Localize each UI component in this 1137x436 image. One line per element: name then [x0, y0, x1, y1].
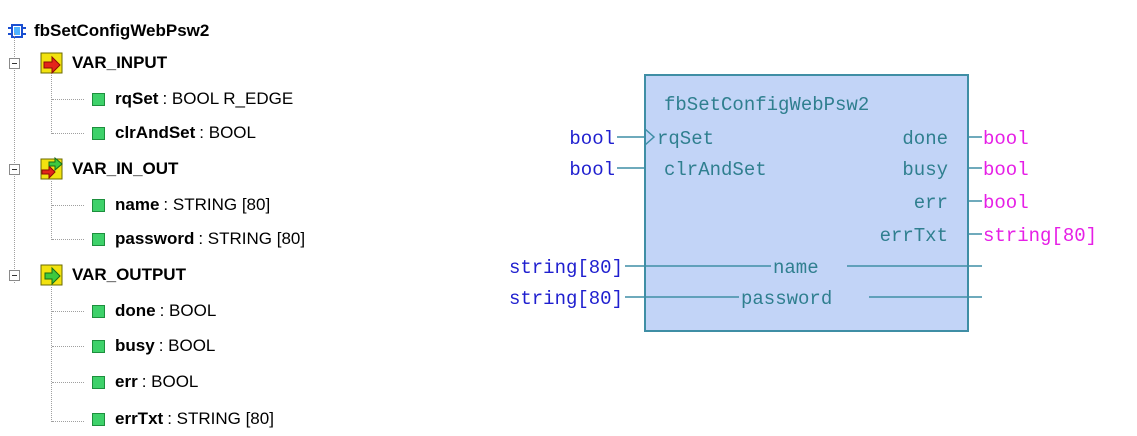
inout-type-name: string[80]	[509, 257, 623, 279]
tree-item-busy[interactable]: busy : BOOL	[92, 329, 215, 363]
input-pin-clrAndSet[interactable]: clrAndSet	[664, 159, 767, 181]
block-title: fbSetConfigWebPsw2	[664, 94, 869, 116]
variable-type: : STRING [80]	[198, 229, 306, 248]
variable-name: errTxt	[115, 409, 164, 428]
expander-var-in-out[interactable]	[9, 164, 20, 175]
tree-item-err[interactable]: err : BOOL	[92, 365, 198, 399]
tree-item-clrAndSet[interactable]: clrAndSet : BOOL	[92, 116, 256, 150]
output-pin-errTxt[interactable]: errTxt	[880, 225, 948, 247]
expander-var-output[interactable]	[9, 270, 20, 281]
output-type-done: bool	[983, 128, 1029, 150]
tree-group-var-in-out[interactable]: VAR_IN_OUT	[40, 152, 178, 186]
variable-type: : BOOL	[158, 336, 216, 355]
variable-name: name	[115, 195, 160, 214]
variable-type: : BOOL	[141, 372, 199, 391]
tree-root-label: fbSetConfigWebPsw2	[34, 21, 210, 40]
tree-item-name[interactable]: name : STRING [80]	[92, 188, 270, 222]
function-block-body[interactable]	[644, 74, 969, 332]
input-type-clrAndSet: bool	[569, 159, 615, 181]
function-block-icon	[8, 24, 26, 38]
var-in-out-icon	[40, 157, 63, 180]
inout-pin-password[interactable]: password	[741, 288, 832, 310]
variable-name: err	[115, 372, 138, 391]
variable-icon	[92, 304, 105, 318]
variable-type: : BOOL R_EDGE	[162, 89, 294, 108]
tree-group-var-output[interactable]: VAR_OUTPUT	[40, 258, 186, 292]
tree-item-rqSet[interactable]: rqSet : BOOL R_EDGE	[92, 82, 293, 116]
output-pin-err[interactable]: err	[914, 192, 948, 214]
rising-edge-marker	[644, 128, 656, 146]
output-pin-busy[interactable]: busy	[902, 159, 948, 181]
variable-tree: fbSetConfigWebPsw2 VAR_INPUT rqSet : BOO…	[0, 0, 430, 434]
variable-name: busy	[115, 336, 155, 355]
input-type-rqSet: bool	[569, 128, 615, 150]
output-type-busy: bool	[983, 159, 1029, 181]
variable-icon	[92, 232, 105, 246]
output-type-err: bool	[983, 192, 1029, 214]
var-input-icon	[40, 52, 63, 75]
tree-item-errTxt[interactable]: errTxt : STRING [80]	[92, 402, 274, 436]
variable-icon	[92, 92, 105, 106]
variable-name: clrAndSet	[115, 123, 196, 142]
output-pin-done[interactable]: done	[902, 128, 948, 150]
variable-icon	[92, 126, 105, 140]
output-type-errTxt: string[80]	[983, 225, 1097, 247]
group-label: VAR_OUTPUT	[72, 265, 186, 284]
variable-icon	[92, 198, 105, 212]
variable-name: password	[115, 229, 195, 248]
tree-root[interactable]: fbSetConfigWebPsw2	[8, 14, 209, 48]
tree-item-done[interactable]: done : BOOL	[92, 294, 216, 328]
tree-item-password[interactable]: password : STRING [80]	[92, 222, 305, 256]
variable-type: : STRING [80]	[167, 409, 274, 428]
inout-type-password: string[80]	[509, 288, 623, 310]
inout-pin-name[interactable]: name	[773, 257, 819, 279]
input-pin-rqSet[interactable]: rqSet	[657, 128, 714, 150]
variable-icon	[92, 375, 105, 389]
variable-name: rqSet	[115, 89, 159, 108]
variable-type: : STRING [80]	[163, 195, 271, 214]
variable-name: done	[115, 301, 156, 320]
var-output-icon	[40, 264, 63, 286]
variable-type: : BOOL	[159, 301, 217, 320]
group-label: VAR_IN_OUT	[72, 159, 179, 178]
variable-type: : BOOL	[199, 123, 256, 142]
variable-icon	[92, 412, 105, 426]
group-label: VAR_INPUT	[72, 53, 168, 72]
variable-icon	[92, 339, 105, 353]
expander-var-input[interactable]	[9, 58, 20, 69]
tree-group-var-input[interactable]: VAR_INPUT	[40, 46, 167, 80]
